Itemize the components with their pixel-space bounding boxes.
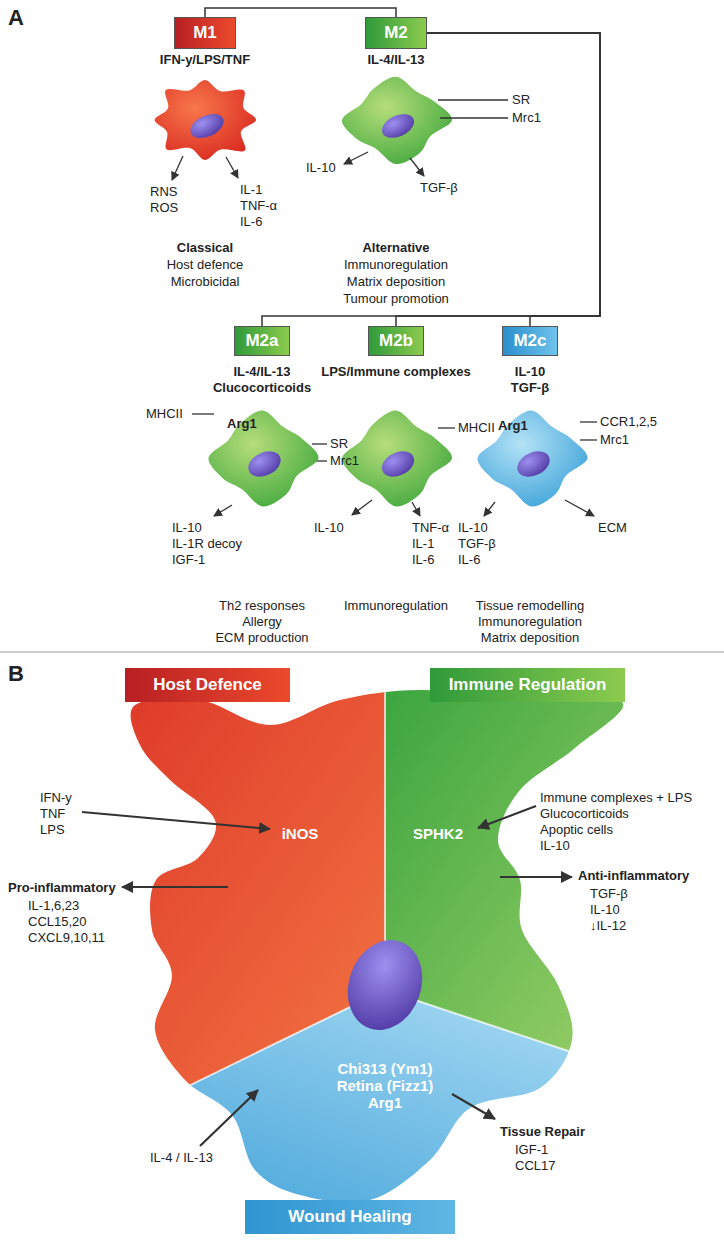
nucleus bbox=[187, 109, 228, 143]
cell-drawings bbox=[155, 77, 452, 507]
annotation: Host defence bbox=[167, 257, 244, 273]
cell-region: Chi313 (Ym1) Retina (Fizz1) Arg1 bbox=[335, 1058, 436, 1113]
annotation: IFN-y TNF LPS bbox=[40, 790, 72, 838]
function-banner: Host Defence bbox=[125, 668, 290, 702]
tree-connector bbox=[427, 33, 600, 326]
annotation: Immunoregulation bbox=[344, 598, 448, 614]
annotation: Mrc1 bbox=[330, 453, 359, 469]
phenotype-box: M2 bbox=[365, 17, 427, 49]
macrophage-cell: Arg1 bbox=[205, 404, 320, 512]
annotation: TGF-β bbox=[420, 180, 458, 196]
annotation: Th2 responses Allergy ECM production bbox=[215, 598, 308, 646]
annotation: CCR1,2,5 bbox=[600, 414, 657, 430]
function-banner: Immune Regulation bbox=[430, 668, 625, 702]
annotation: ECM bbox=[598, 520, 627, 536]
leader-lines bbox=[172, 100, 597, 516]
cell-region: SPHK2 bbox=[411, 823, 465, 844]
annotation: Anti-inflammatory bbox=[578, 868, 689, 884]
annotation: IGF-1 CCL17 bbox=[515, 1142, 555, 1174]
phenotype-box: M2b bbox=[368, 326, 424, 356]
annotation: IL-1,6,23 CCL15,20 CXCL9,10,11 bbox=[28, 898, 105, 946]
annotation: IL-4/IL-13 Clucocorticoids bbox=[213, 364, 311, 396]
phenotype-box: M2c bbox=[502, 326, 558, 356]
nucleus bbox=[513, 446, 553, 481]
annotation: MHCII bbox=[458, 420, 495, 436]
node-text: iNOS bbox=[282, 825, 319, 842]
panel-b-arrows bbox=[82, 806, 572, 1146]
node-text: M2c bbox=[513, 331, 546, 351]
node-text: M2 bbox=[384, 23, 408, 43]
node-text: Arg1 bbox=[498, 418, 528, 434]
annotation: Mrc1 bbox=[600, 432, 629, 448]
annotation: Tissue remodelling Immunoregulation Matr… bbox=[476, 598, 585, 646]
annotation: IL-10 bbox=[314, 520, 344, 536]
nucleus bbox=[378, 109, 418, 142]
annotation: Immunoregulation bbox=[344, 257, 448, 273]
annotation: IL-10 IL-1R decoy IGF-1 bbox=[172, 520, 242, 568]
tree-connector bbox=[262, 33, 600, 326]
node-text: Immune Regulation bbox=[449, 675, 607, 695]
tree-connector bbox=[205, 8, 396, 17]
node-text: Arg1 bbox=[227, 416, 257, 432]
node-text: Chi313 (Ym1) Retina (Fizz1) Arg1 bbox=[337, 1060, 434, 1111]
annotation: Immune complexes + LPS Glucocorticoids A… bbox=[540, 790, 692, 854]
annotation: Classical bbox=[177, 240, 233, 256]
annotation: Pro-inflammatory bbox=[8, 880, 116, 896]
annotation: RNS ROS bbox=[150, 184, 178, 216]
annotation: MHCII bbox=[146, 406, 183, 422]
macrophage-cell bbox=[0, 640, 724, 1244]
nucleus bbox=[244, 446, 284, 481]
node-text: Wound Healing bbox=[288, 1207, 411, 1227]
node-text: M2a bbox=[245, 331, 278, 351]
nucleus bbox=[378, 446, 418, 481]
annotation: TGF-β IL-10 ↓IL-12 bbox=[590, 886, 628, 934]
annotation: Tumour promotion bbox=[343, 291, 449, 307]
phenotype-box: M2a bbox=[234, 326, 290, 356]
annotation: Tissue Repair bbox=[500, 1124, 585, 1140]
phenotype-box: M1 bbox=[174, 17, 236, 49]
function-banner: Wound Healing bbox=[245, 1200, 455, 1234]
annotation: TNF-α IL-1 IL-6 bbox=[412, 520, 449, 568]
annotation: IFN-y/LPS/TNF bbox=[160, 52, 250, 68]
annotation: IL-1 TNF-α IL-6 bbox=[240, 182, 277, 230]
annotation: IL-10 bbox=[306, 160, 336, 176]
annotation: SR bbox=[330, 436, 348, 452]
annotation: IL-4/IL-13 bbox=[367, 52, 424, 68]
annotation: IL-10 TGF-β IL-6 bbox=[458, 520, 496, 568]
cell-outline bbox=[205, 404, 320, 512]
cell-body bbox=[155, 80, 256, 160]
node-text: M1 bbox=[193, 23, 217, 43]
annotation: LPS/Immune complexes bbox=[321, 364, 471, 380]
cell-region: iNOS bbox=[280, 823, 321, 844]
node-text: Host Defence bbox=[153, 675, 262, 695]
annotation: SR bbox=[512, 92, 530, 108]
annotation: Mrc1 bbox=[512, 110, 541, 126]
panel-divider bbox=[0, 652, 724, 653]
annotation: IL-4 / IL-13 bbox=[150, 1150, 213, 1166]
annotation: Matrix deposition bbox=[347, 274, 445, 290]
annotation: Alternative bbox=[362, 240, 429, 256]
annotation: Microbicidal bbox=[171, 274, 240, 290]
panel-letter: A bbox=[8, 6, 24, 30]
panel-letter: B bbox=[8, 662, 24, 686]
cell-body bbox=[208, 410, 318, 506]
cell-body bbox=[342, 77, 452, 164]
node-text: M2b bbox=[379, 331, 413, 351]
annotation: IL-10 TGF-β bbox=[511, 364, 549, 396]
node-text: SPHK2 bbox=[413, 825, 463, 842]
